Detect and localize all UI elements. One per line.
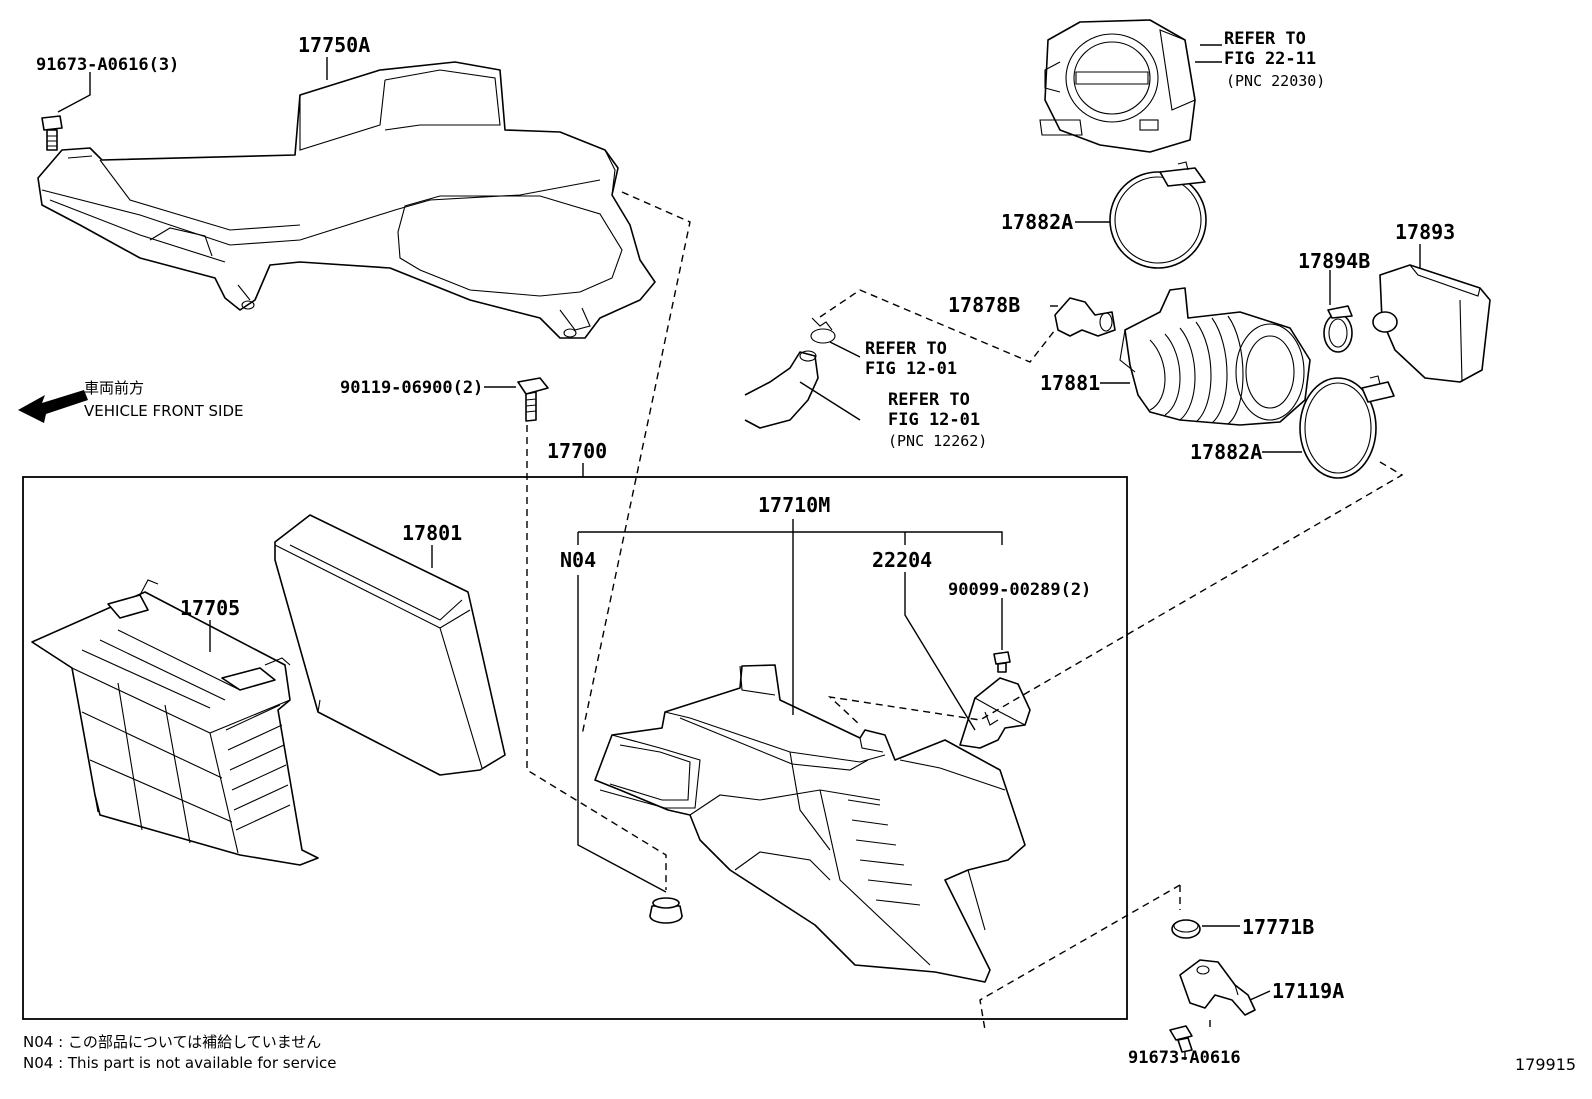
label-17710m: 17710M <box>758 493 830 517</box>
part-17801-filter-element <box>274 514 506 776</box>
footnote-en: N04 : This part is not available for ser… <box>23 1054 337 1072</box>
part-17878b-elbow <box>1054 297 1116 337</box>
reference-notes: REFER TO FIG 22-11 (PNC 22030) REFER TO … <box>865 29 1325 450</box>
leader-lines <box>57 44 1421 1060</box>
part-22204-air-flow-meter <box>959 677 1031 749</box>
ref-throttle-line3: (PNC 22030) <box>1226 72 1325 90</box>
label-17893: 17893 <box>1395 220 1455 244</box>
direction-en: VEHICLE FRONT SIDE <box>84 402 244 420</box>
ref-throttle-line2: FIG 22-11 <box>1224 49 1316 69</box>
label-17705: 17705 <box>180 596 240 620</box>
ref-hose-line3: (PNC 12262) <box>888 432 987 450</box>
label-22204: 22204 <box>872 548 932 572</box>
part-17882a-clamp-upper <box>1109 161 1207 269</box>
label-17801: 17801 <box>402 521 462 545</box>
label-91673-a0616-3: 91673-A0616(3) <box>36 55 179 75</box>
part-17894b-clamp <box>1323 305 1353 353</box>
label-n04: N04 <box>560 548 596 572</box>
part-17771b-cap <box>1171 919 1201 939</box>
part-17705-upper-case <box>31 579 319 866</box>
label-90119-06900-2: 90119-06900(2) <box>340 378 483 398</box>
label-90099-00289-2: 90099-00289(2) <box>948 580 1091 600</box>
part-90119-06900-bolt <box>517 377 549 422</box>
label-17894b: 17894B <box>1298 249 1370 273</box>
footnote-jp: N04 : この部品については補給していません <box>23 1033 321 1051</box>
vehicle-front-direction: 車両前方 VEHICLE FRONT SIDE <box>84 379 244 420</box>
footnotes: N04 : この部品については補給していません N04 : This part … <box>23 1033 337 1072</box>
label-91673-a0616: 91673-A0616 <box>1128 1048 1241 1068</box>
ref-vsv-line1: REFER TO <box>865 339 947 359</box>
arrow-left-icon <box>18 390 88 423</box>
ref-hose-line2: FIG 12-01 <box>888 410 980 430</box>
label-17119a: 17119A <box>1272 979 1344 1003</box>
ref-vsv-line2: FIG 12-01 <box>865 359 957 379</box>
figure-number: 179915 <box>1515 1055 1576 1074</box>
part-17893-resonator <box>1372 264 1491 383</box>
part-17750a-intake-duct <box>37 61 656 339</box>
assembly-frame-17700 <box>22 476 1128 1020</box>
part-n04-grommet <box>649 897 683 924</box>
part-91673-a0616-bolt <box>41 115 63 151</box>
part-labels: 17750A 91673-A0616(3) 90119-06900(2) 177… <box>36 33 1455 1068</box>
throttle-body-reference <box>1039 19 1196 153</box>
part-17710m-lower-case <box>594 664 1026 983</box>
dashed-relation-lines <box>526 191 1404 1031</box>
label-17750a: 17750A <box>298 33 370 57</box>
ref-throttle-line1: REFER TO <box>1224 29 1306 49</box>
part-17881-intake-hose <box>1119 287 1311 426</box>
part-91673-a0616-bolt-bracket <box>1169 1025 1193 1053</box>
part-17882a-clamp-lower <box>1299 375 1395 479</box>
ref-hose-line1: REFER TO <box>888 390 970 410</box>
label-17700: 17700 <box>547 439 607 463</box>
part-90099-00289-screw <box>993 651 1011 673</box>
direction-jp: 車両前方 <box>84 379 144 397</box>
label-17771b: 17771B <box>1242 915 1314 939</box>
hose-reference <box>744 350 819 429</box>
label-17882a-bottom: 17882A <box>1190 440 1262 464</box>
vsv-fitting-reference <box>810 317 836 344</box>
label-17881: 17881 <box>1040 371 1100 395</box>
label-17882a-top: 17882A <box>1001 210 1073 234</box>
part-17119a-bracket <box>1179 959 1256 1016</box>
label-17878b: 17878B <box>948 293 1020 317</box>
